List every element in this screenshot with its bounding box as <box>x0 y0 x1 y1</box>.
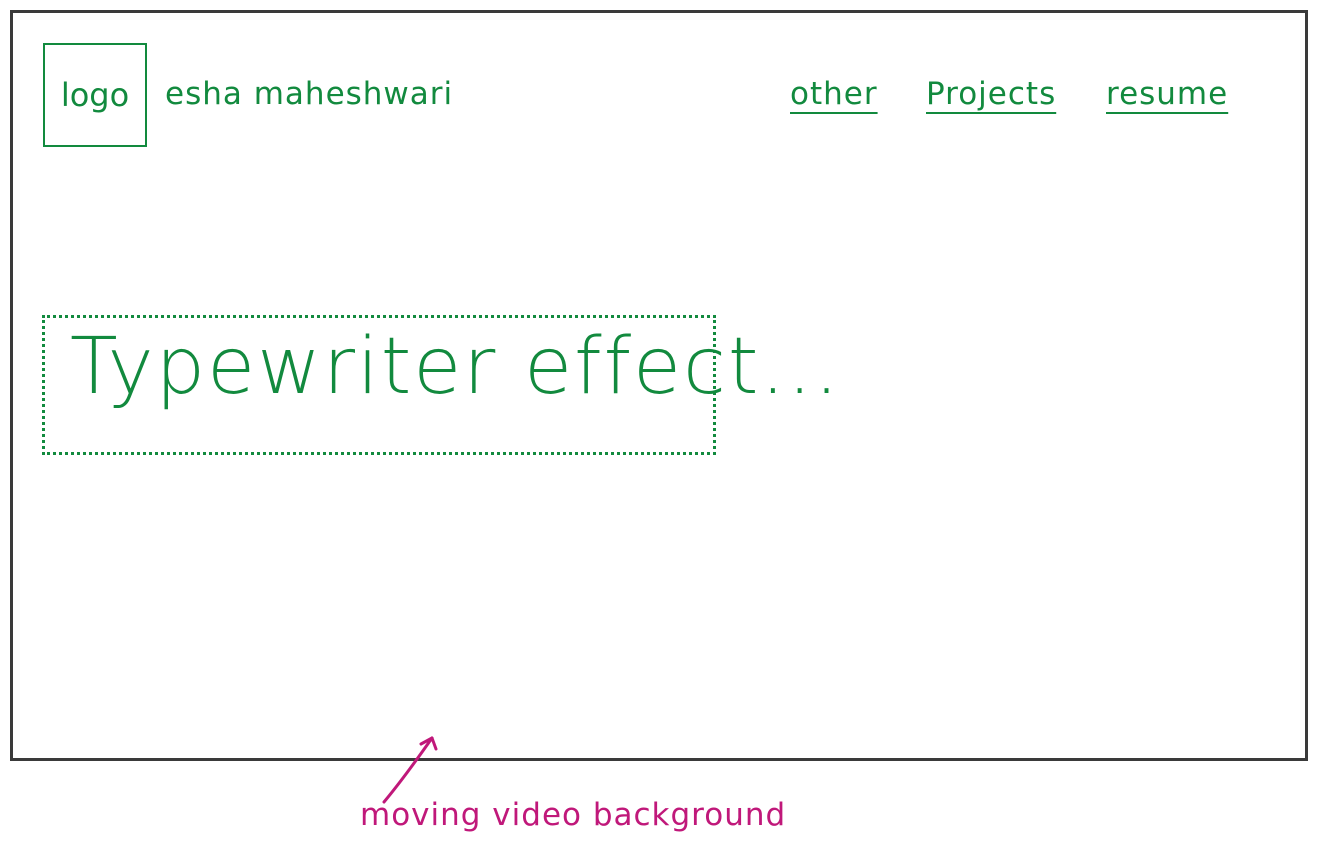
annotation-label: moving video background <box>360 797 787 833</box>
logo-label: logo <box>60 76 130 114</box>
site-name: esha maheshwari <box>165 76 454 112</box>
typewriter-text: Typewriter effect... <box>70 322 841 412</box>
annotation-arrow-icon <box>382 736 438 804</box>
nav-link-projects[interactable]: Projects <box>926 76 1057 112</box>
nav-link-resume[interactable]: resume <box>1106 76 1229 112</box>
page-frame <box>10 10 1308 761</box>
nav-link-other[interactable]: other <box>790 76 878 112</box>
logo[interactable]: logo <box>43 43 147 147</box>
typewriter-container <box>42 315 716 455</box>
